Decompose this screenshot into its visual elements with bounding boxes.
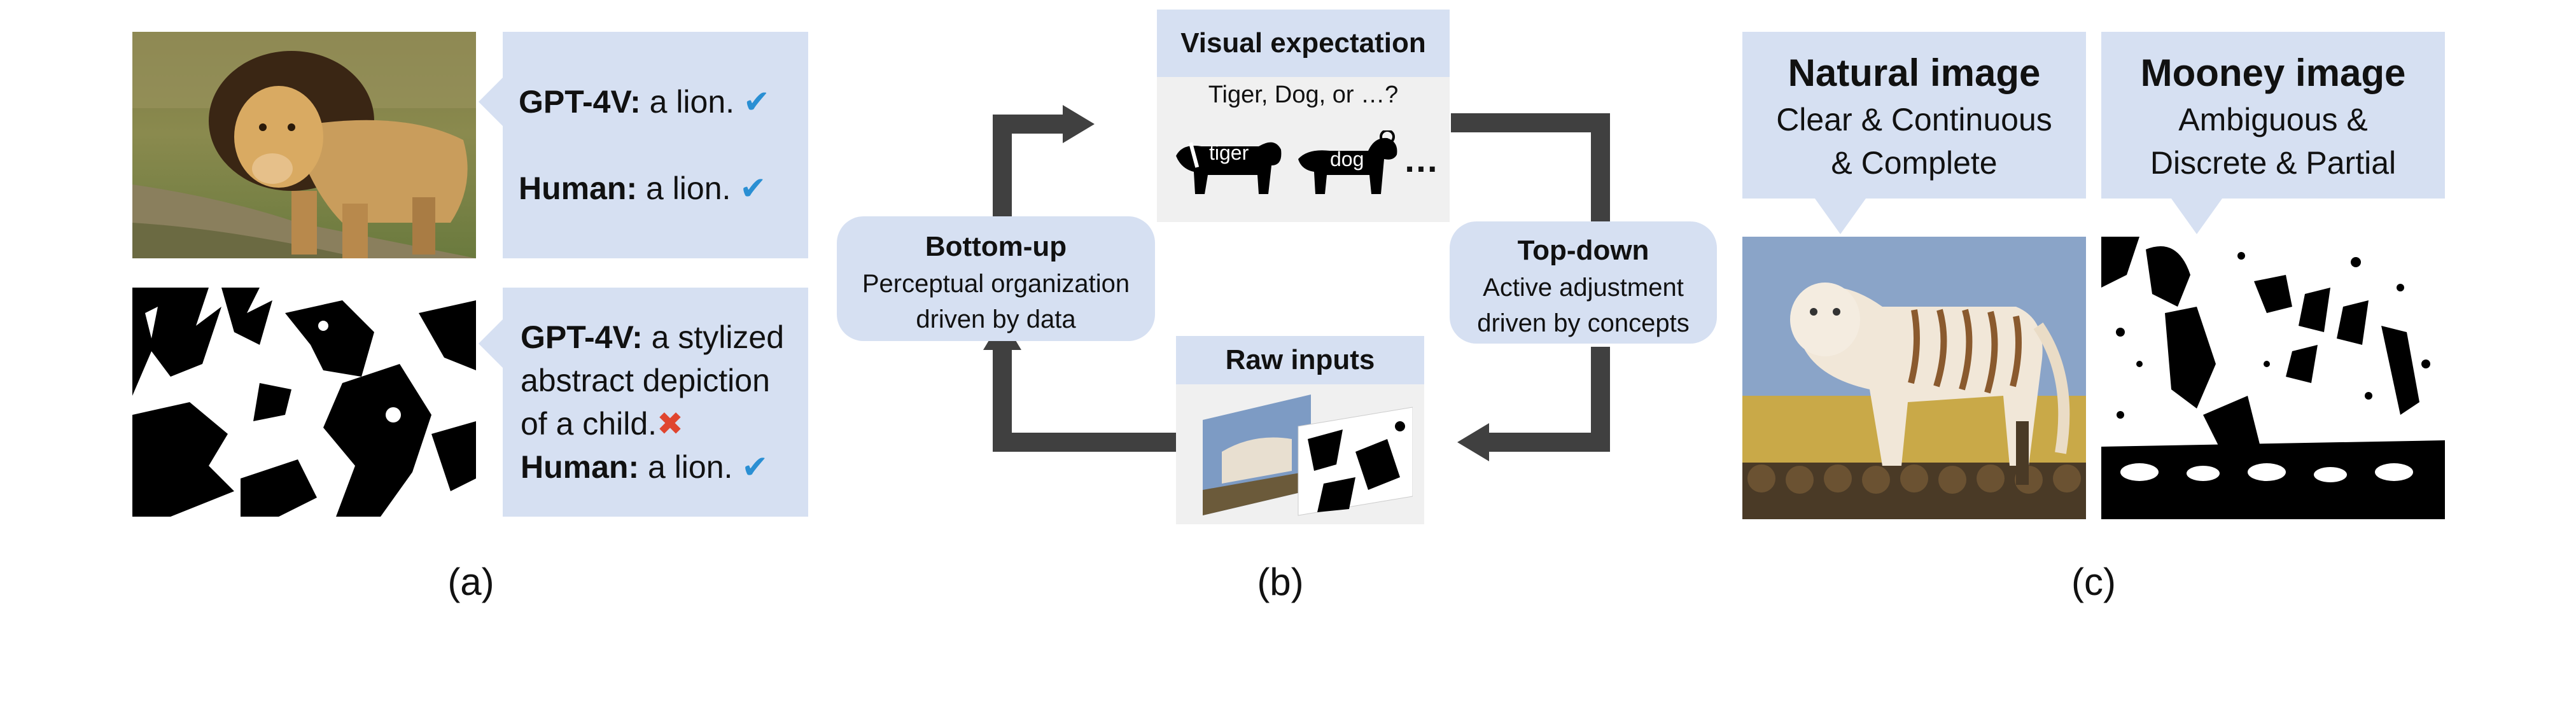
bubble-pointer [479, 76, 504, 127]
bottom-up-line1: Perceptual organization [862, 270, 1130, 298]
mooney-image-line2: Discrete & Partial [2150, 145, 2397, 181]
visual-expectation-title: Visual expectation [1180, 27, 1426, 59]
natural-image-title: Natural image [1788, 52, 2041, 94]
arrow-shaft [1483, 433, 1610, 452]
lion-photo [132, 32, 476, 258]
answer-bubble-mooney [503, 288, 808, 517]
arrow-head [1063, 105, 1095, 143]
arrow-shaft [1591, 113, 1610, 241]
answer-gpt4v-natural: GPT-4V: a lion. ✔ [519, 80, 805, 123]
arrow-shaft [993, 344, 1012, 452]
visual-expectation-question: Tiger, Dog, or …? [1208, 81, 1399, 108]
tiger-label: tiger [1209, 141, 1249, 164]
mooney-tiger-photo [2101, 237, 2445, 519]
gpt4v-answer: a lion. [640, 84, 735, 120]
human-answer: a lion. [637, 171, 731, 206]
caption-c: (c) [2071, 561, 2116, 603]
bubble-pointer [479, 318, 504, 369]
gpt4v-answer-line3: of a child. [521, 406, 657, 442]
check-icon: ✔ [741, 449, 769, 485]
top-down-title: Top-down [1517, 235, 1649, 266]
mooney-image-header: Mooney image Ambiguous & Discrete & Part… [2101, 32, 2445, 199]
natural-image-header: Natural image Clear & Continuous & Compl… [1742, 32, 2086, 199]
bottom-up-line2: driven by data [916, 305, 1076, 333]
tiger-photo [1742, 237, 2086, 519]
raw-inputs-title: Raw inputs [1225, 344, 1375, 375]
bottom-up-box: Bottom-up Perceptual organization driven… [837, 216, 1155, 341]
raw-inputs-thumbnails [1203, 394, 1413, 516]
more-ellipsis: … [1403, 139, 1439, 179]
mooney-image-line1: Ambiguous & [2178, 102, 2368, 137]
mooney-lion-photo [132, 288, 476, 517]
check-icon: ✔ [739, 171, 767, 206]
mooney-header-pointer [2171, 199, 2222, 234]
answer-gpt4v-mooney: GPT-4V: a stylized abstract depiction of… [521, 316, 807, 445]
natural-image-line1: Clear & Continuous [1776, 102, 2052, 137]
cross-icon: ✖ [657, 406, 683, 442]
human-label: Human: [519, 171, 638, 206]
answer-bubble-natural [503, 32, 808, 258]
human-label: Human: [521, 449, 640, 485]
arrow-shaft [993, 433, 1196, 452]
caption-b: (b) [1257, 561, 1304, 603]
arrow-head [1457, 423, 1489, 461]
answer-human-mooney: Human: a lion. ✔ [521, 445, 807, 489]
gpt4v-label: GPT-4V: [521, 319, 643, 355]
raw-inputs-header: Raw inputs [1176, 336, 1424, 384]
gpt4v-answer-line2: abstract depiction [521, 363, 770, 398]
mooney-image-title: Mooney image [2140, 52, 2406, 94]
natural-image-line2: & Complete [1831, 145, 1998, 181]
visual-expectation-header: Visual expectation [1157, 10, 1450, 77]
gpt4v-label: GPT-4V: [519, 84, 641, 120]
gpt4v-answer-line1: a stylized [642, 319, 785, 355]
natural-header-pointer [1815, 199, 1866, 234]
check-icon: ✔ [743, 84, 770, 120]
tiger-silhouette-icon [1176, 142, 1282, 194]
dog-silhouette-icon [1298, 130, 1397, 194]
dog-label: dog [1330, 148, 1364, 171]
caption-a: (a) [447, 561, 494, 603]
human-answer: a lion. [639, 449, 733, 485]
arrow-shaft [1451, 113, 1610, 132]
top-down-line2: driven by concepts [1477, 309, 1690, 337]
top-down-box: Top-down Active adjustment driven by con… [1450, 221, 1717, 344]
bottom-up-title: Bottom-up [925, 231, 1067, 262]
answer-human-natural: Human: a lion. ✔ [519, 167, 805, 210]
arrow-shaft [993, 115, 1069, 134]
top-down-line1: Active adjustment [1483, 274, 1684, 302]
